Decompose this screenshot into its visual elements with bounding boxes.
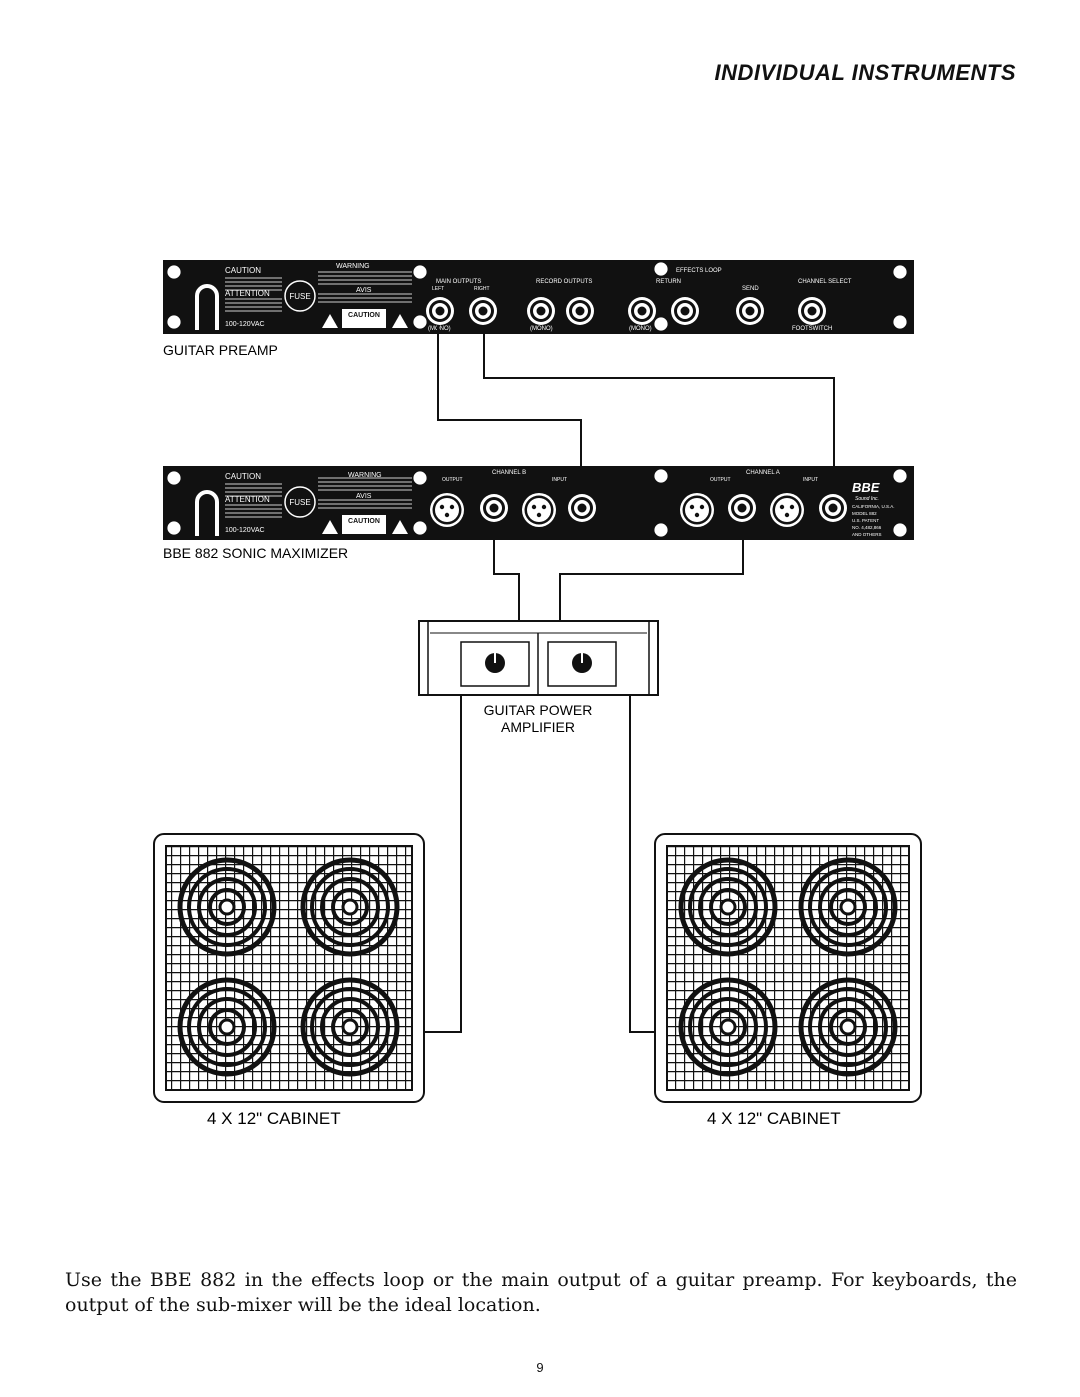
signal-chain-diagram: FUSE CAUTION ATTENTION 100-120VAC WARNIN… [153,260,922,1128]
left-label: LEFT [432,286,444,292]
bbe-882-panel: FUSE CAUTION ATTENTION 100-120VAC WARNIN… [163,466,914,540]
output-label: OUTPUT [442,477,463,483]
channel-b-label: CHANNEL B [492,470,526,476]
info-line: CALIFORNIA, U.S.A. [852,504,895,509]
input-label: INPUT [552,477,567,483]
record-outputs-label: RECORD OUTPUTS [536,279,592,285]
channel-a-label: CHANNEL A [746,470,780,476]
info-line: AND OTHERS [852,532,882,537]
caution-box-label: CAUTION [348,312,380,319]
bbe-sub-label: Sound Inc. [855,496,879,502]
main-out-right-jack [469,297,497,325]
info-line: U.S. PATENT [852,518,879,523]
fuse-label: FUSE [289,292,310,301]
avis-label: AVIS [356,287,372,294]
channel-b-xlr-in [522,493,556,527]
bbe-882-label: BBE 882 SONIC MAXIMIZER [163,545,348,561]
return-label: RETURN [656,279,681,285]
warning-label: WARNING [348,472,382,479]
warning-label: WARNING [336,263,370,270]
main-out-left-jack [426,297,454,325]
mono-label: (MONO) [629,326,652,332]
caution-label: CAUTION [225,472,261,481]
left-cabinet [153,833,425,1103]
send-jack [736,297,764,325]
record-out-right-jack [566,297,594,325]
bbe-logo: BBE [852,480,880,495]
right-cabinet [654,833,922,1103]
channel-b-xlr-out [430,493,464,527]
avis-label: AVIS [356,493,372,500]
channel-select-jack [798,297,826,325]
mono-label: (MONO) [428,326,451,332]
info-line: MODEL 882 [852,511,877,516]
channel-a-xlr-in [770,493,804,527]
output-label: OUTPUT [710,477,731,483]
amp-label-line1: GUITAR POWER [484,702,593,718]
return-left-jack [628,297,656,325]
input-label: INPUT [803,477,818,483]
fuse-label: FUSE [289,498,310,507]
send-label: SEND [742,286,759,292]
channel-b-input-jack [568,494,596,522]
channel-select-label: CHANNEL SELECT [798,279,852,285]
channel-a-input-jack [819,494,847,522]
voltage-label: 100-120VAC [225,321,265,328]
record-out-left-jack [527,297,555,325]
page-number: 9 [536,1360,544,1375]
mono-label: (MONO) [530,326,553,332]
guitar-preamp-label: GUITAR PREAMP [163,342,278,358]
right-cabinet-label: 4 X 12" CABINET [707,1109,841,1128]
caution-box-label: CAUTION [348,518,380,525]
info-line: NO. 4,482,866 [852,525,882,530]
channel-a-xlr-out [680,493,714,527]
return-right-jack [671,297,699,325]
guitar-power-amplifier [418,620,659,696]
main-outputs-label: MAIN OUTPUTS [436,279,481,285]
effects-loop-label: EFFECTS LOOP [676,268,722,274]
attention-label: ATTENTION [225,289,270,298]
right-label: RIGHT [474,286,490,292]
left-cabinet-label: 4 X 12" CABINET [207,1109,341,1128]
amp-label-line2: AMPLIFIER [501,719,575,735]
footswitch-label: FOOTSWITCH [792,326,832,332]
caption-paragraph: Use the BBE 882 in the effects loop or t… [65,1269,1017,1316]
channel-a-output-jack [728,494,756,522]
guitar-preamp-panel: FUSE CAUTION ATTENTION 100-120VAC WARNIN… [163,260,914,334]
attention-label: ATTENTION [225,495,270,504]
channel-b-output-jack [480,494,508,522]
voltage-label: 100-120VAC [225,527,265,534]
section-title: INDIVIDUAL INSTRUMENTS [714,60,1016,85]
caution-label: CAUTION [225,266,261,275]
